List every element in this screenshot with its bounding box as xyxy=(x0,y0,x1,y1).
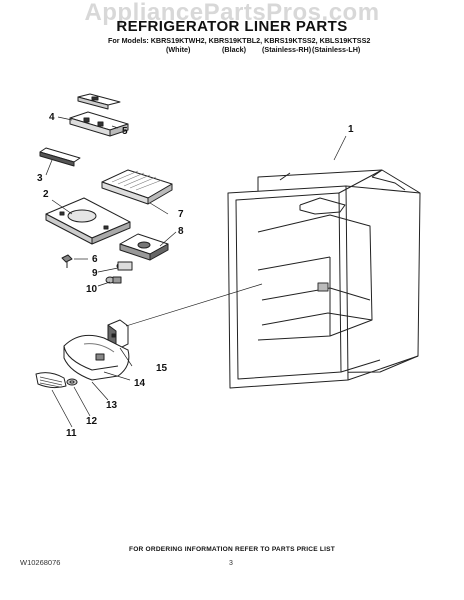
liner-box xyxy=(227,169,421,389)
color-label-stainless-rh: (Stainless-RH) xyxy=(262,45,312,54)
callout-9: 9 xyxy=(92,268,98,279)
callout-labels: 1 2 3 4 5 6 7 8 9 10 11 12 13 14 15 xyxy=(37,112,354,439)
lens xyxy=(35,372,67,389)
callout-12: 12 xyxy=(86,416,98,427)
callout-10: 10 xyxy=(86,284,98,295)
callout-8: 8 xyxy=(178,226,184,237)
screw-6 xyxy=(61,254,73,268)
document-number: W10268076 xyxy=(20,558,61,567)
lamp-bracket xyxy=(119,233,169,261)
leader-lines xyxy=(45,116,347,428)
callout-2: 2 xyxy=(43,189,49,200)
mounting-plate xyxy=(45,197,131,245)
vent-cover xyxy=(101,169,173,205)
bulb xyxy=(105,276,122,284)
page-title: REFRIGERATOR LINER PARTS xyxy=(116,18,348,35)
callout-7: 7 xyxy=(178,209,184,220)
callout-15: 15 xyxy=(156,363,168,374)
light-housing xyxy=(63,334,130,381)
ordering-info-note: FOR ORDERING INFORMATION REFER TO PARTS … xyxy=(129,546,335,553)
callout-3: 3 xyxy=(37,173,43,184)
callout-11: 11 xyxy=(66,428,77,439)
models-line: For Models: KBRS19KTWH2, KBRS19KTBL2, KB… xyxy=(108,36,371,45)
label-strip xyxy=(39,147,81,167)
color-label-white: (White) xyxy=(166,45,191,54)
callout-1: 1 xyxy=(348,124,354,135)
callout-6: 6 xyxy=(92,254,98,265)
top-bracket xyxy=(69,93,129,137)
color-label-black: (Black) xyxy=(222,45,246,54)
callout-4: 4 xyxy=(49,112,55,123)
callout-5: 5 xyxy=(122,126,128,137)
callout-14: 14 xyxy=(134,378,146,389)
callout-13: 13 xyxy=(106,400,118,411)
watermark: AppliancePartsPros.com xyxy=(84,0,380,26)
bulb-socket xyxy=(116,261,133,271)
washer xyxy=(66,378,78,386)
color-label-stainless-lh: (Stainless-LH) xyxy=(312,45,361,54)
page-number: 3 xyxy=(229,560,233,567)
